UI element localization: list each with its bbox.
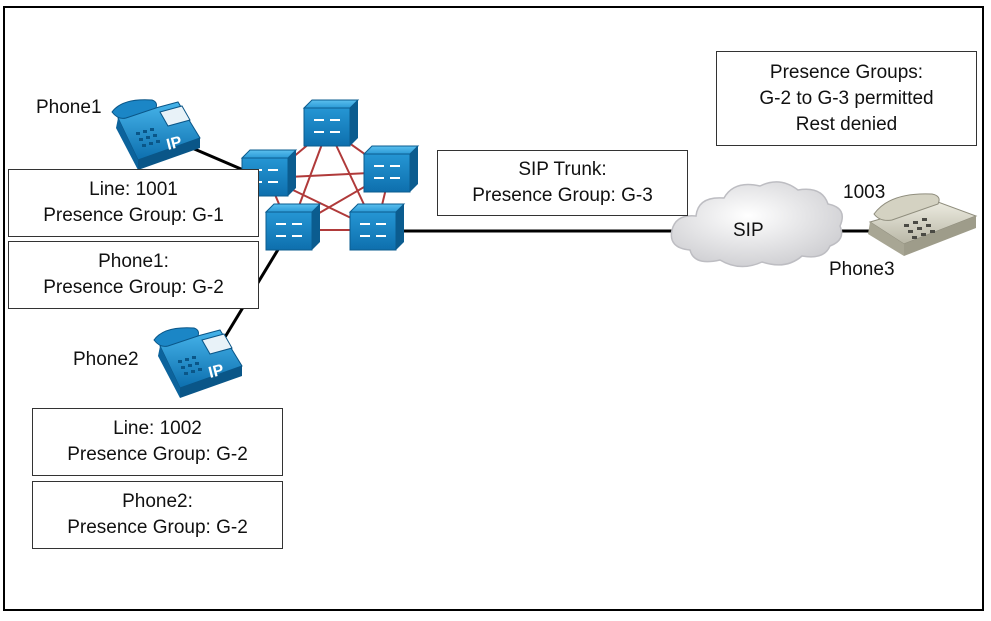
phone2-label: Phone2 xyxy=(73,349,139,370)
phone2-group-box: Phone2: Presence Group: G-2 xyxy=(32,481,283,549)
router-top xyxy=(302,99,360,147)
router-bottom-right xyxy=(348,203,406,251)
presence-groups-title: Presence Groups: xyxy=(769,61,924,83)
link-phone1-router xyxy=(191,146,249,174)
phone2-ip-label: IP xyxy=(207,362,226,382)
sip-trunk-box: SIP Trunk: Presence Group: G-3 xyxy=(437,150,688,216)
line-1002-box: Line: 1002 Presence Group: G-2 xyxy=(32,408,283,476)
line-1001-line: Line: 1001 xyxy=(89,179,178,200)
router-right xyxy=(362,145,420,193)
line-1003-label: 1003 xyxy=(843,182,886,203)
phone1-icon: IP xyxy=(111,99,201,170)
phone2-group-value: Presence Group: G-2 xyxy=(67,517,248,538)
phone3-label: Phone3 xyxy=(829,259,895,280)
phone1-label: Phone1 xyxy=(36,97,102,118)
line-1002-line: Line: 1002 xyxy=(113,418,202,439)
presence-groups-permitted: G-2 to G-3 permitted xyxy=(759,87,934,109)
presence-groups-box: Presence Groups: G-2 to G-3 permitted Re… xyxy=(716,51,977,146)
phone2-group-title: Phone2: xyxy=(122,491,193,512)
phone1-group-title: Phone1: xyxy=(98,251,169,272)
sip-trunk-group: Presence Group: G-3 xyxy=(472,185,653,206)
line-1001-box: Line: 1001 Presence Group: G-1 xyxy=(8,169,259,237)
phone2-icon: IP xyxy=(153,327,243,398)
sip-trunk-title: SIP Trunk: xyxy=(518,159,607,180)
phone1-ip-label: IP xyxy=(165,134,184,154)
line-1002-group: Presence Group: G-2 xyxy=(67,444,248,465)
presence-groups-denied: Rest denied xyxy=(795,113,898,135)
phone1-group-box: Phone1: Presence Group: G-2 xyxy=(8,241,259,309)
sip-cloud-icon: SIP xyxy=(670,181,843,268)
line-1001-group: Presence Group: G-1 xyxy=(43,205,224,226)
router-bottom-left xyxy=(264,203,322,251)
sip-cloud-label: SIP xyxy=(733,220,764,241)
phone3-icon xyxy=(868,193,978,256)
phone1-group-value: Presence Group: G-2 xyxy=(43,277,224,298)
